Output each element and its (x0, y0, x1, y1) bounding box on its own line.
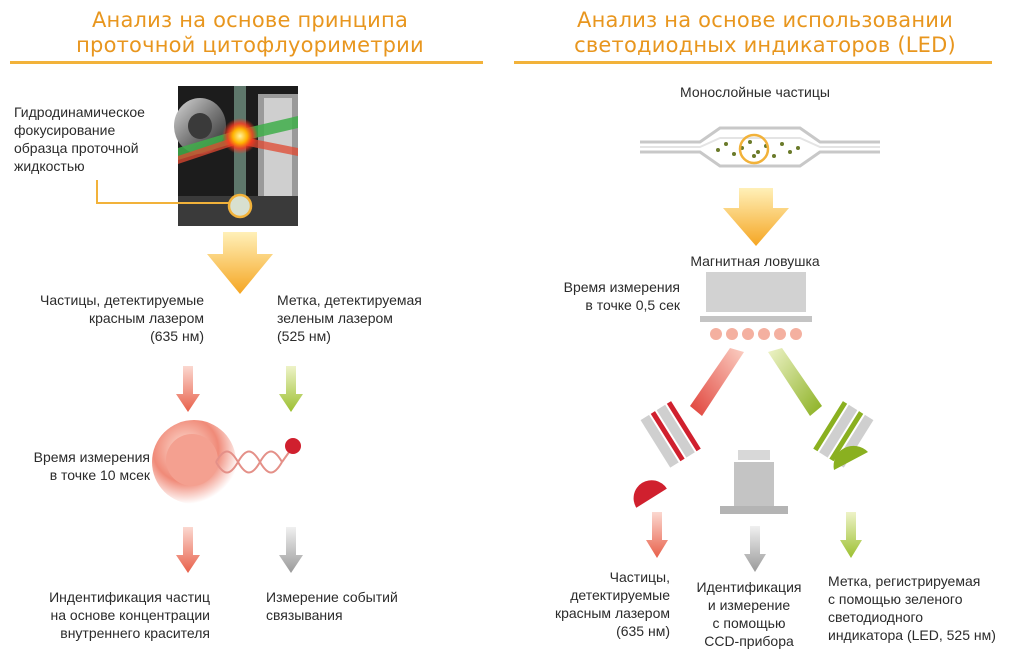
result-left-label: Индентификация частиц на основе концентр… (0, 588, 210, 642)
left-title-rule (10, 61, 483, 64)
monolayer-channel (640, 126, 880, 168)
ccd-camera (720, 450, 788, 514)
right-title: Анализ на основе использовании светодиод… (530, 8, 1000, 58)
result-ccd-line2: и измерение (707, 597, 791, 613)
result-green-line3: светодиодного (828, 609, 924, 625)
green-beam (768, 348, 822, 416)
hydro-label-line4: жидкостью (14, 158, 85, 174)
right-measure-time: Время измерения в точке 0,5 сек (520, 278, 680, 314)
bead-with-label-illustration (152, 420, 301, 504)
red-down-arrow-1 (176, 366, 200, 412)
result-red-label: Частицы, детектируемые красным лазером (… (520, 568, 670, 640)
result-red-line3: красным лазером (554, 605, 670, 621)
left-measure-time-line1: Время измерения (33, 449, 150, 465)
result-left-line2: на основе концентрации (50, 607, 211, 623)
left-measure-time: Время измерения в точке 10 мсек (0, 448, 150, 484)
left-title-line1: Анализ на основе принципа (91, 8, 409, 32)
red-particles-label: Частицы, детектируемые красным лазером (… (0, 291, 204, 345)
gray-down-arrow-1 (279, 527, 303, 573)
magnetic-trap-label: Магнитная ловушка (690, 253, 820, 269)
red-down-arrow-3 (646, 512, 668, 558)
flow-down-arrow (207, 232, 273, 294)
result-ccd-line4: CCD-прибора (704, 633, 794, 649)
result-ccd-label: Идентификация и измерение с помощью CCD-… (686, 578, 812, 650)
green-label: Метка, детектируемая зеленым лазером (52… (277, 291, 477, 345)
hydro-callout-line (96, 180, 253, 219)
green-down-arrow-2 (840, 512, 862, 558)
right-measure-time-line2: в точке 0,5 сек (585, 297, 680, 313)
green-down-arrow-1 (279, 366, 303, 412)
hydro-label-line3: образца проточной (14, 140, 139, 156)
green-label-line1: Метка, детектируемая (277, 292, 422, 308)
result-ccd-line3: с помощью (712, 615, 786, 631)
left-title: Анализ на основе принципа проточной цито… (40, 8, 460, 58)
green-label-line2: зеленым лазером (277, 310, 393, 326)
flow-cell-photo (174, 86, 298, 226)
left-measure-time-line2: в точке 10 мсек (49, 467, 150, 483)
result-left-line1: Индентификация частиц (49, 589, 210, 605)
result-left-line3: внутреннего красителя (60, 625, 210, 641)
red-led-detector (633, 401, 701, 508)
magnetic-trap (700, 272, 812, 340)
hydro-label-line1: Гидродинамическое (14, 104, 145, 120)
right-measure-time-line1: Время измерения (563, 279, 680, 295)
hydro-label: Гидродинамическое фокусирование образца … (14, 103, 184, 175)
green-led-detector (813, 401, 874, 470)
red-particles-line3: (635 нм) (150, 328, 204, 344)
red-particles-line1: Частицы, детектируемые (40, 292, 204, 308)
result-right-line1: Измерение событий (266, 589, 398, 605)
monolayer-label: Монослойные частицы (680, 84, 830, 100)
gray-down-arrow-2 (744, 526, 766, 572)
result-red-line2: детектируемые (570, 587, 670, 603)
trap-down-arrow (723, 188, 789, 246)
green-label-line3: (525 нм) (277, 328, 331, 344)
result-green-line2: с помощью зеленого (828, 591, 963, 607)
result-ccd-line1: Идентификация (696, 579, 802, 595)
result-right-line2: связывания (266, 607, 343, 623)
result-green-label: Метка, регистрируемая с помощью зеленого… (828, 572, 1022, 644)
red-beam (690, 348, 744, 416)
result-right-label: Измерение событий связывания (266, 588, 466, 624)
right-title-line1: Анализ на основе использовании (577, 8, 953, 32)
right-title-line2: светодиодных индикаторов (LED) (574, 33, 956, 57)
result-green-line4: индикатора (LED, 525 нм) (828, 627, 996, 643)
hydro-label-line2: фокусирование (14, 122, 116, 138)
red-particles-line2: красным лазером (88, 310, 204, 326)
right-title-rule (514, 61, 992, 64)
result-red-line4: (635 нм) (616, 623, 670, 639)
left-title-line2: проточной цитофлуориметрии (76, 33, 424, 57)
red-down-arrow-2 (176, 527, 200, 573)
result-red-line1: Частицы, (609, 569, 670, 585)
result-green-line1: Метка, регистрируемая (828, 573, 981, 589)
